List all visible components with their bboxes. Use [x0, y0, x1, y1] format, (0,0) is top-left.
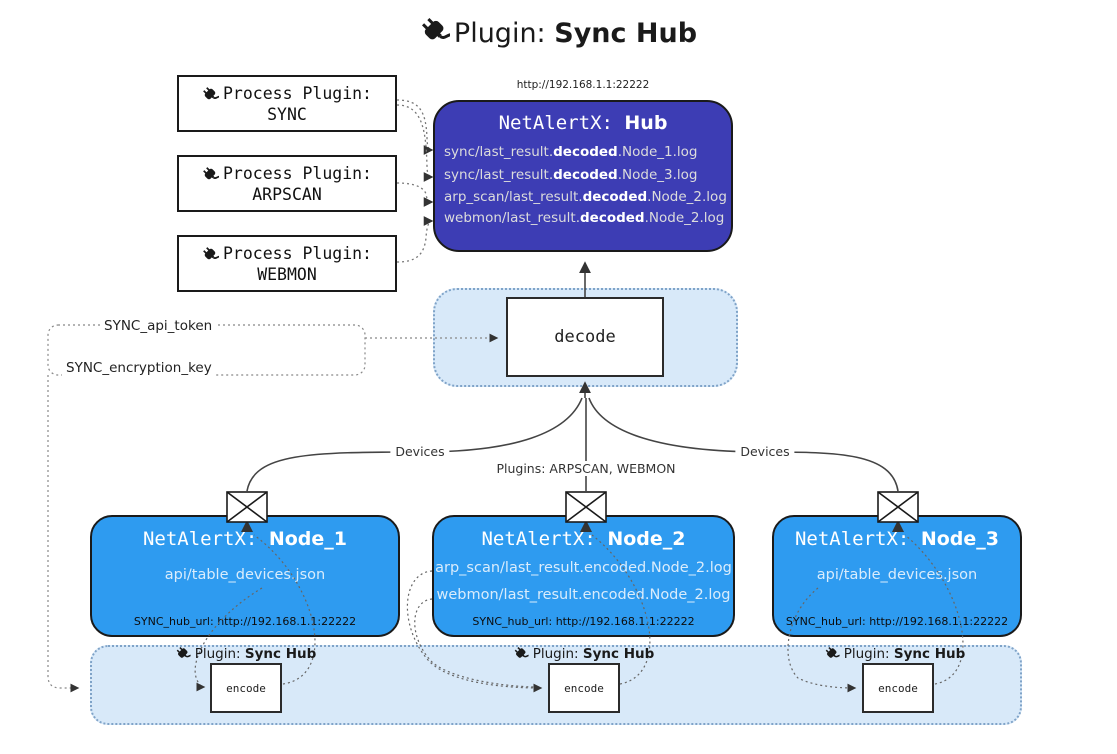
node-file-line: api/table_devices.json	[164, 567, 326, 583]
encode-box-1: encode	[210, 663, 282, 713]
node-3-box: NetAlertX: Node_3 api/table_devices.json…	[772, 515, 1022, 637]
hub-log-line: sync/last_result.decoded.Node_3.log	[444, 167, 698, 183]
plug-icon	[202, 166, 219, 183]
node-title: NetAlertX: Node_3	[794, 528, 999, 550]
hub-log-line: sync/last_result.decoded.Node_1.log	[444, 144, 698, 160]
process-plugin-sync: Process Plugin: SYNC	[177, 75, 397, 132]
page-title-name: Sync Hub	[554, 18, 698, 49]
plug-icon	[202, 86, 219, 103]
encode-label: encode	[226, 681, 266, 695]
encode-label: encode	[878, 681, 918, 695]
node-file-line: api/table_devices.json	[816, 567, 978, 583]
encode-label: encode	[564, 681, 604, 695]
process-plugin-label: Process Plugin:	[222, 83, 372, 103]
node-1-box: NetAlertX: Node_1 api/table_devices.json…	[90, 515, 400, 637]
process-plugin-name: WEBMON	[257, 264, 317, 284]
process-plugin-label: Process Plugin:	[222, 163, 372, 183]
page-title: Plugin: Sync Hub	[0, 16, 1117, 49]
decode-box: decode	[506, 297, 664, 377]
node-2-box: NetAlertX: Node_2 arp_scan/last_result.e…	[432, 515, 735, 637]
hub-log-line: webmon/last_result.decoded.Node_2.log	[444, 210, 725, 226]
process-plugin-name: SYNC	[267, 104, 307, 124]
page-title-prefix: Plugin:	[453, 18, 546, 49]
node-title: NetAlertX: Node_2	[481, 528, 686, 550]
node-file-line: arp_scan/last_result.encoded.Node_2.log	[435, 560, 732, 576]
hub-log-line: arp_scan/last_result.decoded.Node_2.log	[444, 189, 727, 205]
node-file-line: webmon/last_result.encoded.Node_2.log	[436, 587, 731, 603]
encode-box-3: encode	[862, 663, 934, 713]
encode-box-2: encode	[548, 663, 620, 713]
process-plugin-label: Process Plugin:	[222, 243, 372, 263]
node-footer: SYNC_hub_url: http://192.168.1.1:22222	[472, 615, 695, 628]
process-plugin-arpscan: Process Plugin: ARPSCAN	[177, 155, 397, 212]
node-title: NetAlertX: Node_1	[142, 528, 347, 550]
plug-icon	[202, 246, 219, 263]
node-footer: SYNC_hub_url: http://192.168.1.1:22222	[133, 615, 357, 628]
process-plugin-name: ARPSCAN	[252, 184, 322, 204]
node-footer: SYNC_hub_url: http://192.168.1.1:22222	[785, 615, 1009, 628]
process-plugin-webmon: Process Plugin: WEBMON	[177, 235, 397, 292]
hub-box: NetAlertX: Hub sync/last_result.decoded.…	[433, 100, 733, 252]
decode-label: decode	[554, 327, 616, 347]
hub-title: NetAlertX: Hub	[498, 112, 668, 134]
plug-icon	[420, 16, 450, 46]
